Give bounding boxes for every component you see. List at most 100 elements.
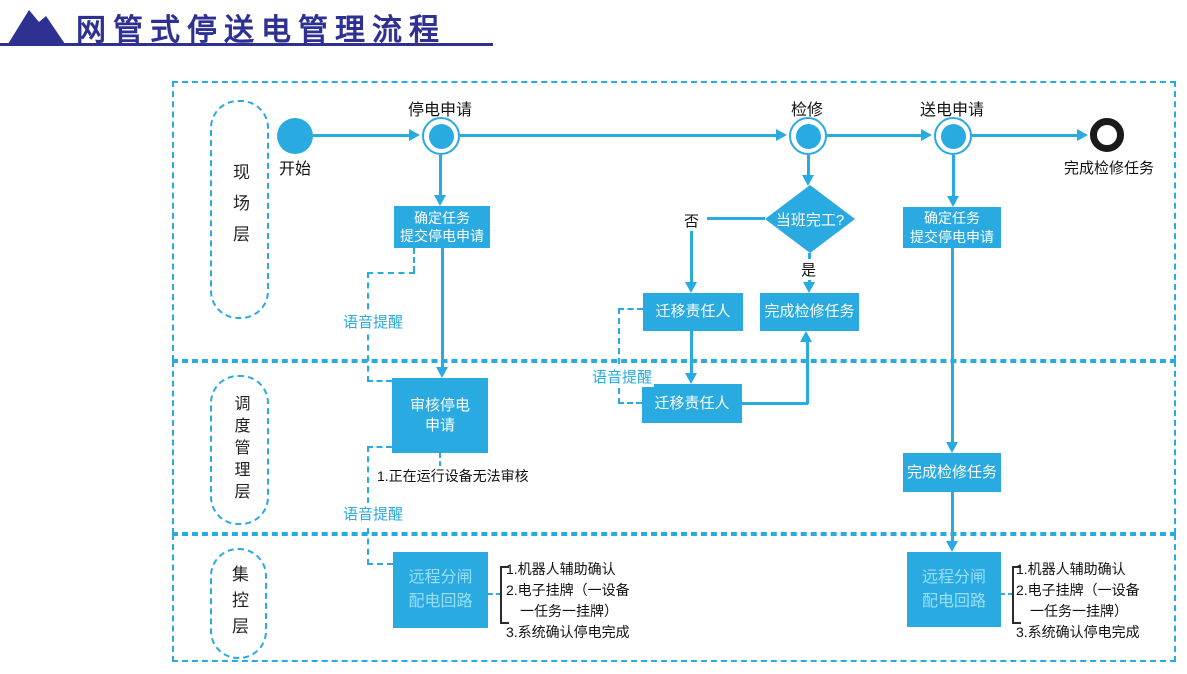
flow-line-poweron-down — [952, 155, 955, 197]
event-label-maintenance: 检修 — [790, 102, 824, 119]
voice-link-3 — [618, 308, 643, 310]
title-underline — [0, 43, 493, 46]
checklist-item: 3.系统确认停电完成 — [506, 624, 630, 640]
flow-line-complete-to-remote — [951, 492, 954, 541]
lane-dispatch — [172, 361, 1176, 534]
flow-line-transfer2-right — [742, 402, 808, 405]
arrowhead — [685, 373, 697, 384]
checklist-item: 1.机器人辅助确认 — [506, 561, 616, 577]
task-box-remote-left: 远程分闸 配电回路 — [393, 552, 488, 628]
task-text: 远程分闸 — [408, 569, 473, 586]
checklist-right: 1.机器人辅助确认 2.电子挂牌（一设备 一任务一挂牌） 3.系统确认停电完成 — [1016, 559, 1140, 643]
flow-line-maintenance-to-poweron — [827, 134, 923, 137]
task-text: 提交停电申请 — [400, 228, 484, 244]
voice-link-2 — [367, 563, 393, 565]
lane-pill-dispatch: 调度管理层 — [210, 375, 269, 525]
arrowhead — [802, 175, 814, 186]
voice-link-1 — [367, 380, 392, 382]
voice-reminder-label-3: 语音提醒 — [590, 366, 655, 387]
arrowhead — [1077, 129, 1088, 141]
task-box-remote-right: 远程分闸 配电回路 — [907, 552, 1001, 627]
arrowhead — [921, 129, 932, 141]
lane-pill-central: 集控层 — [210, 548, 267, 659]
decision-no-label: 否 — [682, 210, 702, 231]
page-title: 网管式停送电管理流程 — [76, 14, 446, 47]
task-box-complete-2: 完成检修任务 — [903, 453, 1001, 492]
arrowhead — [803, 282, 815, 293]
checklist-left: 1.机器人辅助确认 2.电子挂牌（一设备 一任务一挂牌） 3.系统确认停电完成 — [506, 559, 630, 643]
start-node-label: 开始 — [278, 161, 312, 178]
decision-yes-label: 是 — [799, 259, 819, 280]
end-node-label: 完成检修任务 — [1063, 160, 1155, 177]
flow-line-transfer2-up — [806, 341, 809, 404]
mountain-logo-icon — [8, 10, 65, 44]
lane-label-field: 现场层 — [230, 163, 249, 256]
event-label-power-on-request: 送电申请 — [919, 102, 985, 119]
flow-line-decision-no — [707, 217, 765, 220]
start-node — [277, 118, 313, 154]
event-node-inner-dot — [795, 123, 821, 149]
decision-question: 当班完工? — [775, 211, 845, 229]
checklist-item: 3.系统确认停电完成 — [1016, 624, 1140, 640]
lane-pill-field: 现场层 — [210, 100, 269, 319]
flow-line-outage-to-maintenance — [460, 134, 778, 137]
task-box-confirm-left: 确定任务 提交停电申请 — [394, 206, 490, 248]
event-node-inner-dot — [940, 123, 966, 149]
checklist-bracket-left — [500, 566, 509, 568]
flow-line-confirm-to-complete — [951, 248, 954, 442]
flow-line-confirm-to-review — [441, 248, 444, 367]
task-box-confirm-right: 确定任务 提交停电申请 — [903, 207, 1001, 248]
task-box-review: 审核停电 申请 — [392, 378, 488, 453]
task-text: 提交停电申请 — [910, 228, 994, 245]
task-text: 确定任务 — [924, 210, 980, 227]
checklist-bracket-left — [500, 622, 509, 624]
task-text: 配电回路 — [921, 592, 986, 610]
arrowhead — [800, 331, 812, 342]
checklist-item: 2.电子挂牌（一设备 — [506, 582, 630, 598]
task-box-transfer-1: 迁移责任人 — [643, 293, 743, 331]
voice-reminder-label-2: 语音提醒 — [341, 503, 406, 524]
voice-link-1 — [413, 248, 415, 272]
arrowhead — [946, 541, 958, 552]
voice-link-3 — [618, 308, 620, 404]
flow-line-no-down — [690, 231, 693, 283]
task-text: 申请 — [424, 416, 455, 434]
task-text: 确定任务 — [414, 209, 470, 226]
task-text: 迁移责任人 — [655, 303, 731, 321]
checklist-stub-left — [488, 593, 501, 595]
lane-central — [172, 534, 1176, 662]
lane-label-dispatch: 调度管理层 — [231, 395, 249, 505]
lane-field — [172, 81, 1176, 361]
arrowhead — [946, 442, 958, 453]
review-note: 1.正在运行设备无法审核 — [377, 468, 529, 484]
arrowhead — [434, 195, 446, 206]
checklist-bracket-right — [1012, 566, 1014, 624]
flow-line-outage-down — [439, 155, 442, 195]
task-text: 审核停电 — [409, 396, 470, 414]
arrowhead — [776, 129, 787, 141]
task-box-complete-1: 完成检修任务 — [760, 293, 859, 331]
flow-line-poweron-to-end — [972, 134, 1078, 137]
arrowhead — [685, 282, 697, 293]
arrowhead — [409, 129, 420, 141]
flow-line-maintenance-down — [807, 155, 810, 176]
arrowhead — [436, 367, 448, 378]
checklist-item: 一任务一挂牌） — [1030, 603, 1128, 619]
task-text: 完成检修任务 — [764, 303, 855, 321]
event-node-power-on-request — [934, 117, 972, 155]
lane-label-central: 集控层 — [229, 564, 248, 643]
event-node-outage-request — [422, 117, 460, 155]
checklist-item: 1.机器人辅助确认 — [1016, 561, 1126, 577]
task-text: 配电回路 — [408, 593, 473, 610]
event-node-inner-dot — [428, 123, 454, 149]
task-box-transfer-2: 迁移责任人 — [642, 384, 742, 423]
task-text: 完成检修任务 — [906, 463, 997, 481]
voice-link-1 — [367, 272, 415, 274]
voice-link-3 — [618, 402, 642, 404]
checklist-item: 2.电子挂牌（一设备 — [1016, 582, 1140, 598]
task-text: 远程分闸 — [921, 568, 986, 586]
voice-reminder-label-1: 语音提醒 — [341, 311, 406, 332]
voice-link-2 — [367, 446, 392, 448]
arrowhead — [947, 196, 959, 207]
